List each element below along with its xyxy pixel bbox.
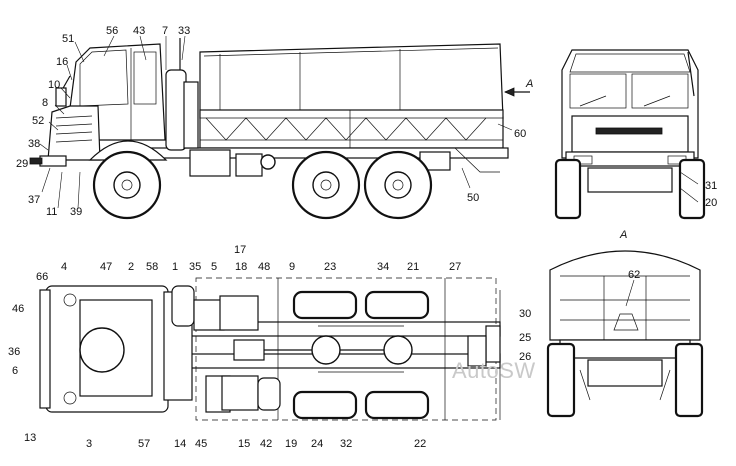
callout-24: 24 — [311, 438, 323, 450]
callout-62: 62 — [628, 269, 640, 281]
callout-20: 20 — [705, 197, 717, 209]
truck-front-view — [554, 49, 706, 220]
callout-13: 13 — [24, 432, 36, 444]
callout-27: 27 — [449, 261, 461, 273]
callout-57: 57 — [138, 438, 150, 450]
callout-38: 38 — [28, 138, 40, 150]
callout-35: 35 — [189, 261, 201, 273]
callout-33: 33 — [178, 25, 190, 37]
callout-16: 16 — [56, 56, 68, 68]
callout-60: 60 — [514, 128, 526, 140]
leader-lines — [38, 35, 699, 307]
view-a-title: A — [619, 229, 627, 241]
callout-5: 5 — [211, 261, 217, 273]
callout-18: 18 — [235, 261, 247, 273]
callout-21: 21 — [407, 261, 419, 273]
callout-36: 36 — [8, 346, 20, 358]
callout-43: 43 — [133, 25, 145, 37]
callout-9: 9 — [289, 261, 295, 273]
callout-45: 45 — [195, 438, 207, 450]
callout-51: 51 — [62, 33, 74, 45]
callout-8: 8 — [42, 97, 48, 109]
callout-37: 37 — [28, 194, 40, 206]
callout-15: 15 — [238, 438, 250, 450]
callout-48: 48 — [258, 261, 270, 273]
callout-7: 7 — [162, 25, 168, 37]
watermark-text: AutoSW — [452, 358, 536, 383]
truck-side-view — [29, 38, 530, 220]
callout-6: 6 — [12, 365, 18, 377]
callout-30: 30 — [519, 308, 531, 320]
front-wheel — [92, 150, 162, 220]
callout-26: 26 — [519, 351, 531, 363]
callout-4: 4 — [61, 261, 67, 273]
callout-19: 19 — [285, 438, 297, 450]
callout-25: 25 — [519, 332, 531, 344]
truck-rear-view — [546, 250, 704, 418]
view-a-arrow-label: A — [525, 78, 533, 90]
callout-3: 3 — [86, 438, 92, 450]
callout-50: 50 — [467, 192, 479, 204]
truck-top-view — [39, 277, 501, 421]
callout-47: 47 — [100, 261, 112, 273]
callout-10: 10 — [48, 79, 60, 91]
callout-66: 66 — [36, 271, 48, 283]
rear-wheel-2 — [363, 150, 433, 220]
callout-39: 39 — [70, 206, 82, 218]
callout-22: 22 — [414, 438, 426, 450]
callout-56: 56 — [106, 25, 118, 37]
rear-wheel-1 — [291, 150, 361, 220]
callout-32: 32 — [340, 438, 352, 450]
callout-31: 31 — [705, 180, 717, 192]
callout-23: 23 — [324, 261, 336, 273]
callout-34: 34 — [377, 261, 389, 273]
callout-11: 11 — [46, 206, 57, 218]
callout-46: 46 — [12, 303, 24, 315]
callout-17: 17 — [234, 244, 246, 256]
callout-52: 52 — [32, 115, 44, 127]
callout-1: 1 — [172, 261, 178, 273]
callout-29: 29 — [16, 158, 28, 170]
callout-42: 42 — [260, 438, 272, 450]
callout-2: 2 — [128, 261, 134, 273]
callout-14: 14 — [174, 438, 186, 450]
callout-58: 58 — [146, 261, 158, 273]
